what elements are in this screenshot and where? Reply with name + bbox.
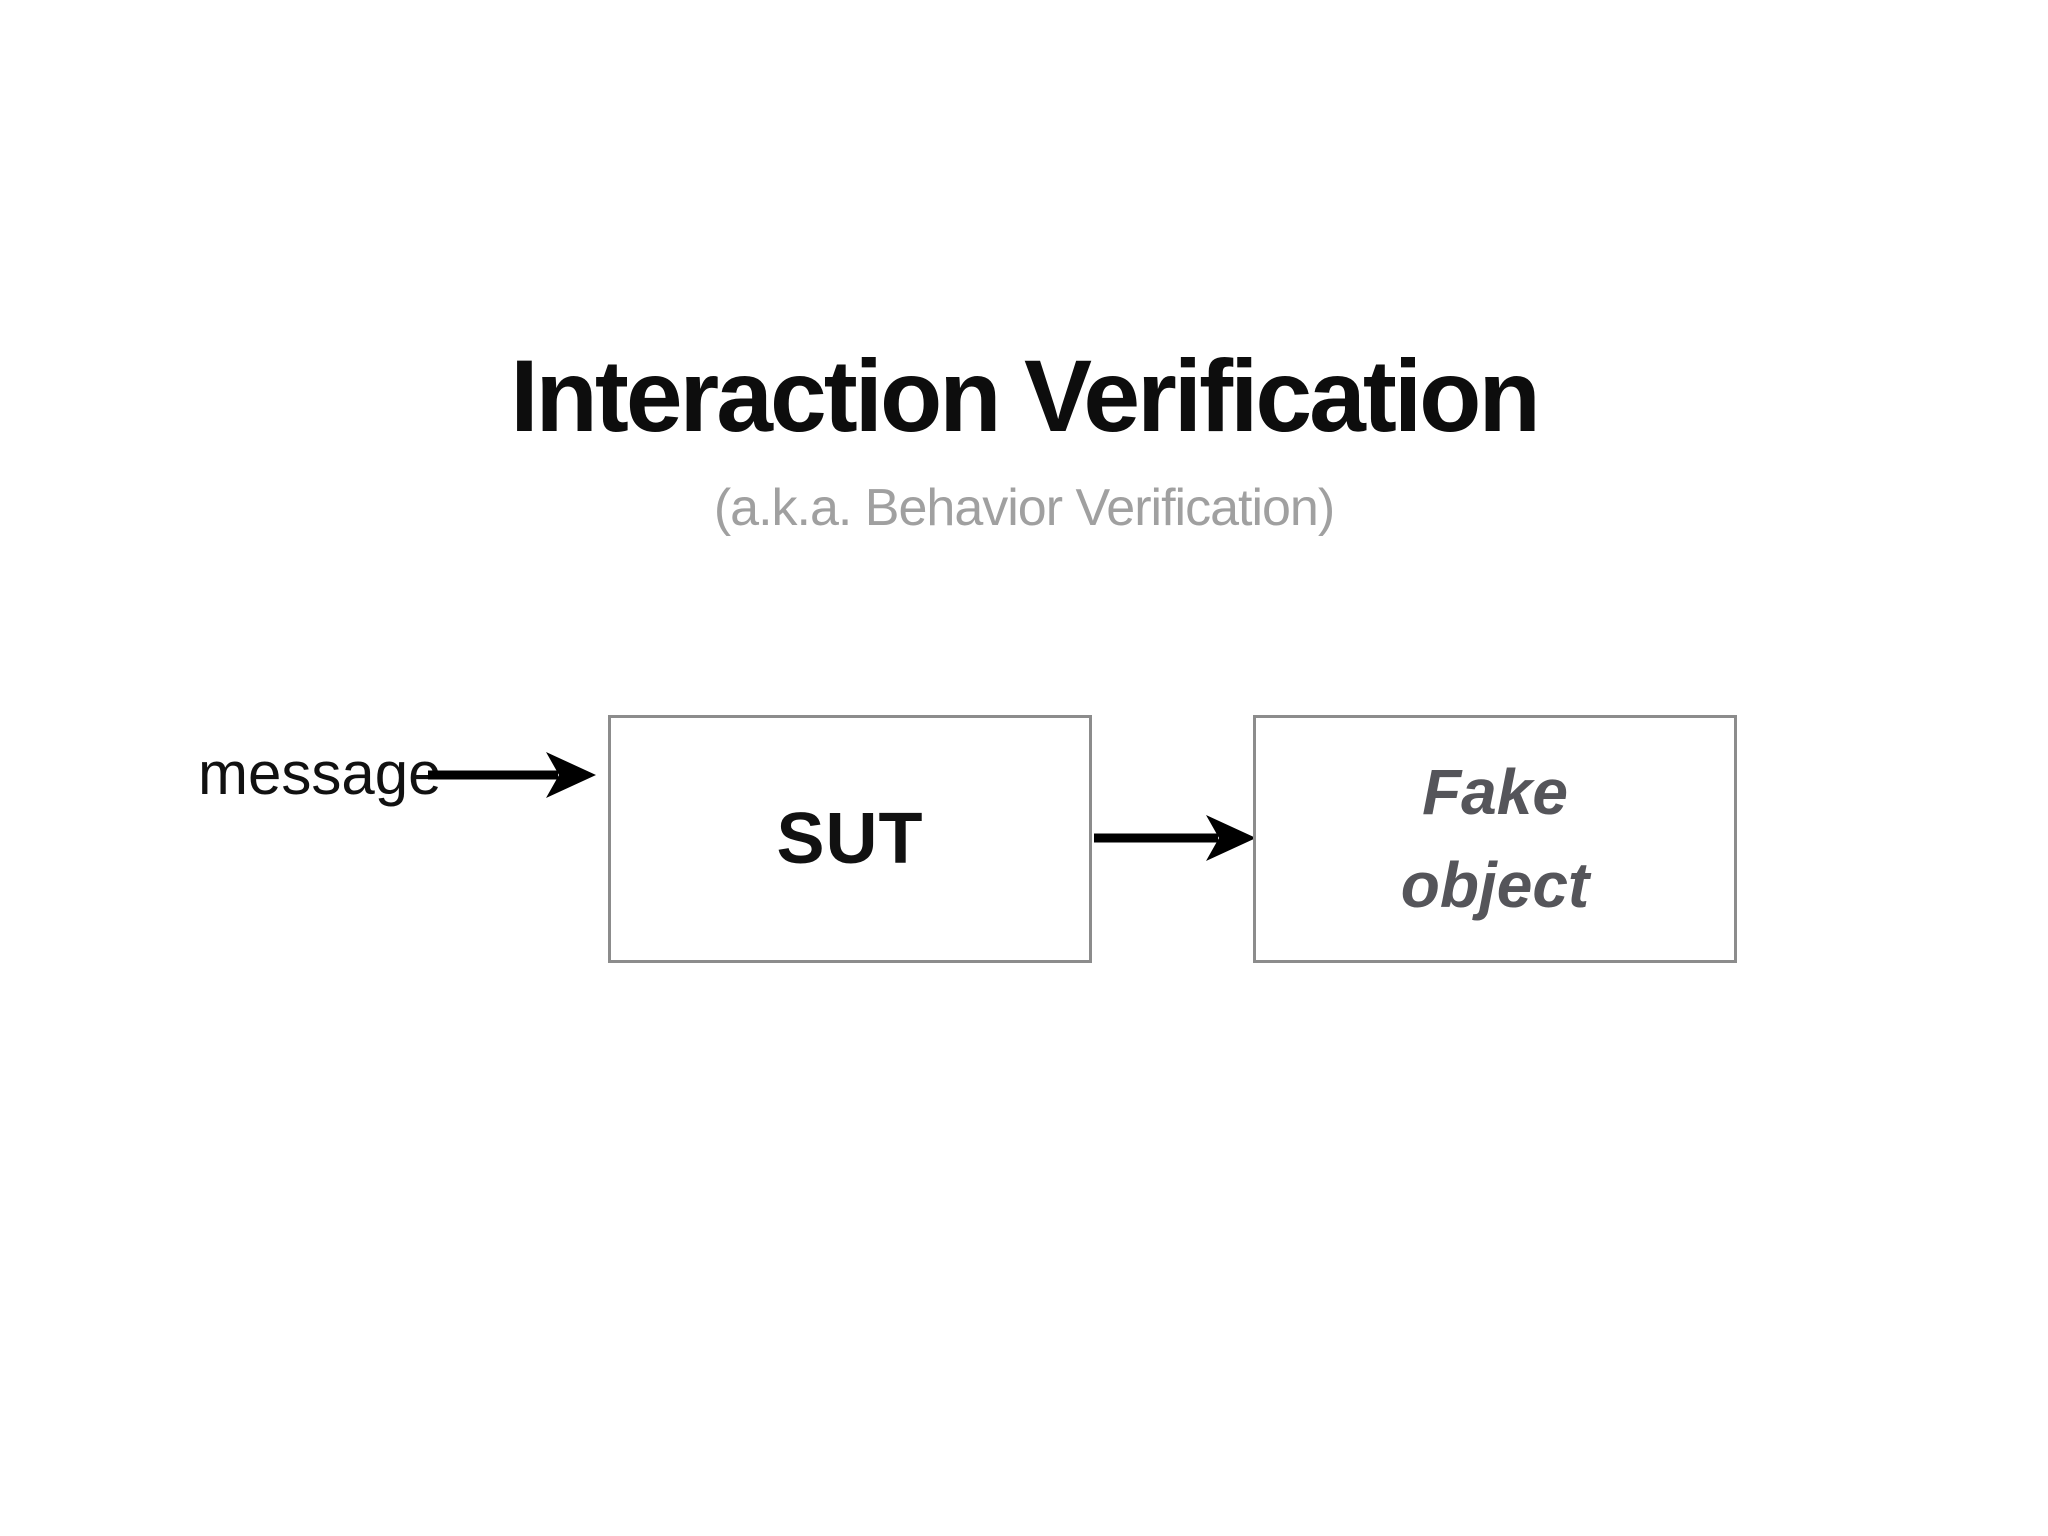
arrow-head xyxy=(1206,815,1256,861)
fake-object-label-line1: Fake xyxy=(1422,756,1568,828)
message-label: message xyxy=(198,740,442,807)
fake-object-box-label: Fake object xyxy=(1401,746,1589,932)
slide-subtitle: (a.k.a. Behavior Verification) xyxy=(713,479,1335,537)
arrow-head xyxy=(546,752,596,798)
sut-to-fake-arrow-icon xyxy=(1094,815,1256,861)
slide-title: Interaction Verification xyxy=(510,339,1541,453)
fake-object-box: Fake object xyxy=(1253,715,1737,963)
sut-box-label: SUT xyxy=(776,799,924,879)
fake-object-label-line2: object xyxy=(1400,849,1590,921)
message-to-sut-arrow-icon xyxy=(428,752,596,798)
sut-box: SUT xyxy=(608,715,1092,963)
